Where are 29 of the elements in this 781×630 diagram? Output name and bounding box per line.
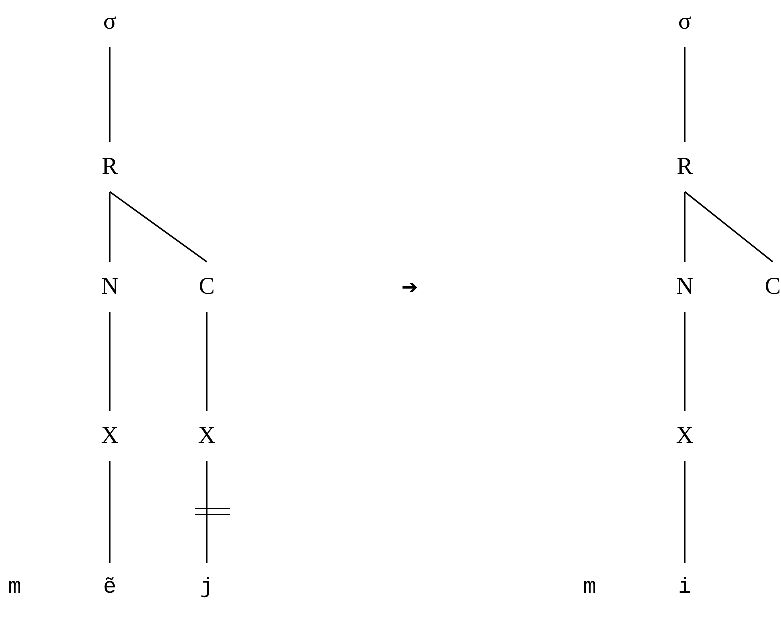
- tree-label: C: [765, 275, 781, 299]
- tree-label: N: [676, 275, 694, 299]
- tree-label: C: [198, 275, 215, 299]
- tree-label: R: [676, 155, 693, 179]
- tree-label: m: [583, 577, 597, 599]
- tree-label: X: [676, 424, 694, 448]
- tree-label: σ: [104, 10, 116, 34]
- tree-branch: [684, 312, 686, 411]
- tree-branch: [110, 191, 208, 263]
- tree-label: ẽ: [103, 577, 117, 599]
- tree-branch: [684, 191, 774, 263]
- tree-branch: [684, 47, 686, 142]
- tree-branch: [206, 312, 208, 411]
- tree-label: i: [678, 577, 692, 599]
- tree-branch: [109, 192, 111, 262]
- tree-label: X: [198, 424, 216, 448]
- tree-label: j: [200, 577, 214, 599]
- tree-branch: [684, 192, 686, 262]
- tree-branch: [109, 47, 111, 142]
- transformation-arrow: ➔: [402, 277, 418, 297]
- tree-branch: [109, 461, 111, 563]
- tree-label: R: [102, 155, 118, 179]
- tree-branch: [684, 461, 686, 563]
- tree-label: m: [8, 577, 22, 599]
- tree-label: X: [101, 424, 119, 448]
- tree-branch: [206, 461, 208, 563]
- tree-label: σ: [678, 10, 692, 34]
- tree-label: N: [101, 275, 119, 299]
- tree-branch: [109, 312, 111, 411]
